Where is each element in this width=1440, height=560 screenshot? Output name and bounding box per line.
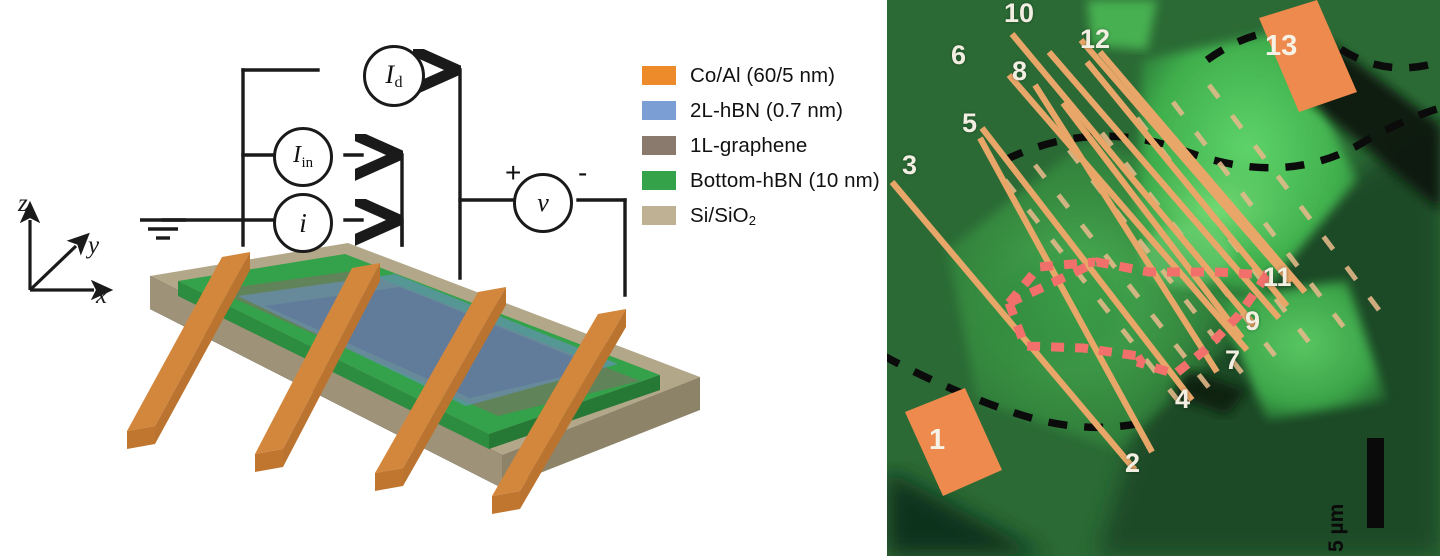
electrode-line-6 (1032, 83, 1220, 374)
electrode-label-4: 4 (1175, 384, 1191, 414)
polarity-minus: - (578, 157, 588, 188)
electrode-bar-4 (492, 309, 626, 514)
electrode-line-5 (979, 126, 1195, 402)
circuit-wiring (140, 30, 627, 297)
device-schematic-panel: z y x (18, 30, 880, 514)
legend-swatch-2l-hbn (642, 101, 676, 120)
legend-item-2l-hbn: 2L-hBN (0.7 nm) (642, 93, 880, 128)
legend-label-co-al: Co/Al (60/5 nm) (690, 63, 836, 87)
electrode-label-2: 2 (1125, 448, 1141, 478)
electrode-label-12: 12 (1080, 24, 1111, 54)
hbn-dashed-outline (887, 27, 1440, 432)
meter-injection-current-label: Iin (292, 142, 314, 171)
meter-injection-current: Iin (273, 127, 333, 187)
legend-item-1l-graphene: 1L-graphene (642, 128, 880, 163)
ground-icon (140, 218, 186, 240)
scale-bar (1367, 438, 1384, 528)
legend-label-1l-graphene: 1L-graphene (690, 133, 808, 157)
legend-item-bottom-hbn: Bottom-hBN (10 nm) (642, 163, 880, 198)
device-stack-3d (127, 243, 700, 514)
scale-bar-label: 5 µm (1325, 503, 1348, 552)
electrode-label-11: 11 (1263, 262, 1292, 292)
electrode-label-5: 5 (962, 108, 978, 138)
electrode-bar-3 (375, 287, 506, 491)
electrode-line-9 (1084, 60, 1290, 308)
electrode-label-3: 3 (902, 150, 918, 180)
electrode-label-8: 8 (1012, 56, 1028, 86)
electrode-line-8 (1060, 101, 1245, 340)
electrode-lines (889, 32, 1308, 472)
axis-triad-icon (19, 200, 114, 301)
legend-item-co-al: Co/Al (60/5 nm) (642, 58, 880, 93)
graphene-dashed-outline (1004, 257, 1271, 380)
legend: Co/Al (60/5 nm) 2L-hBN (0.7 nm) 1L-graph… (642, 58, 880, 233)
pad-label-13: 13 (1265, 30, 1298, 62)
axis-label-z: z (18, 190, 28, 217)
electrode-label-9: 9 (1245, 306, 1261, 336)
meter-voltmeter-label: v (537, 188, 549, 217)
legend-label-si-sio2-sub: 2 (748, 212, 757, 228)
electrode-line-2 (977, 136, 1155, 454)
polarity-plus: + (505, 157, 522, 188)
legend-swatch-si-sio2 (642, 206, 676, 225)
axis-label-y: y (88, 232, 100, 259)
electrode-line-4 (1006, 72, 1250, 353)
electrode-line-11 (1097, 49, 1308, 295)
legend-swatch-co-al (642, 66, 676, 85)
contact-pad-1 (905, 388, 1002, 496)
legend-label-si-sio2-text: Si/SiO (690, 203, 749, 227)
legend-swatch-1l-graphene (642, 136, 676, 155)
electrode-label-6: 6 (951, 40, 967, 70)
electrode-line-10 (1009, 32, 1258, 328)
flake-right (1217, 280, 1387, 420)
electrode-label-10: 10 (1004, 0, 1035, 28)
optical-micrograph-panel: 10 12 6 8 5 3 11 9 7 4 2 13 1 5 µm (887, 0, 1440, 556)
meter-small-current-label: i (299, 207, 307, 238)
legend-item-si-sio2: Si/SiO2 (642, 198, 880, 233)
legend-label-2l-hbn: 2L-hBN (0.7 nm) (690, 98, 844, 122)
micrograph-canvas (887, 0, 1440, 556)
legend-label-si-sio2: Si/SiO2 (690, 204, 756, 228)
electrode-bar-1 (127, 252, 250, 449)
meter-drain-current: Id (363, 45, 425, 107)
pad-label-1: 1 (929, 424, 946, 456)
axis-label-x: x (96, 282, 108, 309)
meter-small-current: i (273, 193, 333, 253)
meter-drain-current-label: Id (385, 59, 403, 92)
electrode-bar-2 (255, 263, 380, 472)
legend-swatch-bottom-hbn (642, 171, 676, 190)
contact-pad-13 (1259, 0, 1357, 112)
legend-label-bottom-hbn: Bottom-hBN (10 nm) (690, 168, 880, 192)
electrode-line-12 (1078, 37, 1294, 285)
electrode-label-7: 7 (1225, 345, 1241, 375)
meter-voltmeter: v (513, 173, 573, 233)
electrode-line-3 (889, 180, 1138, 472)
